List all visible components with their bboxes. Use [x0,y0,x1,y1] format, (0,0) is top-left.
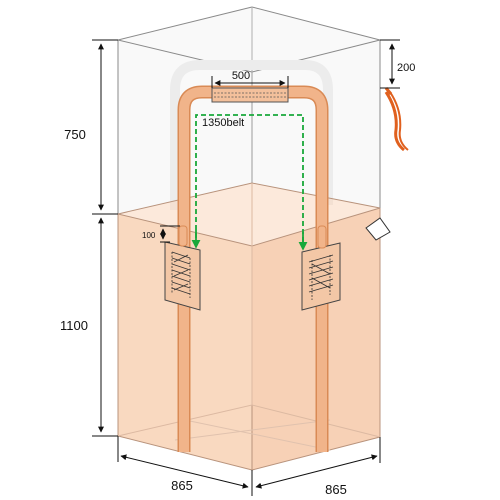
belt-length-arrow [191,114,308,251]
dim-width-front: 865 [171,478,193,493]
left-stitch-patch [164,225,201,311]
dimension-lines [92,39,400,496]
dim-patch-offset: 100 [142,231,156,240]
bag-body [117,182,391,471]
dim-top-height: 750 [64,127,86,142]
label-tag [365,217,391,241]
dim-bottom-height: 1100 [60,318,88,333]
dim-patch-width: 500 [232,70,250,82]
right-stitch-patch [301,225,341,311]
top-patch [211,87,289,103]
belt-label: 1350belt [202,117,244,129]
rope [384,87,409,152]
dim-loop-extra: 200 [397,62,415,74]
dim-depth-side: 865 [325,482,347,497]
